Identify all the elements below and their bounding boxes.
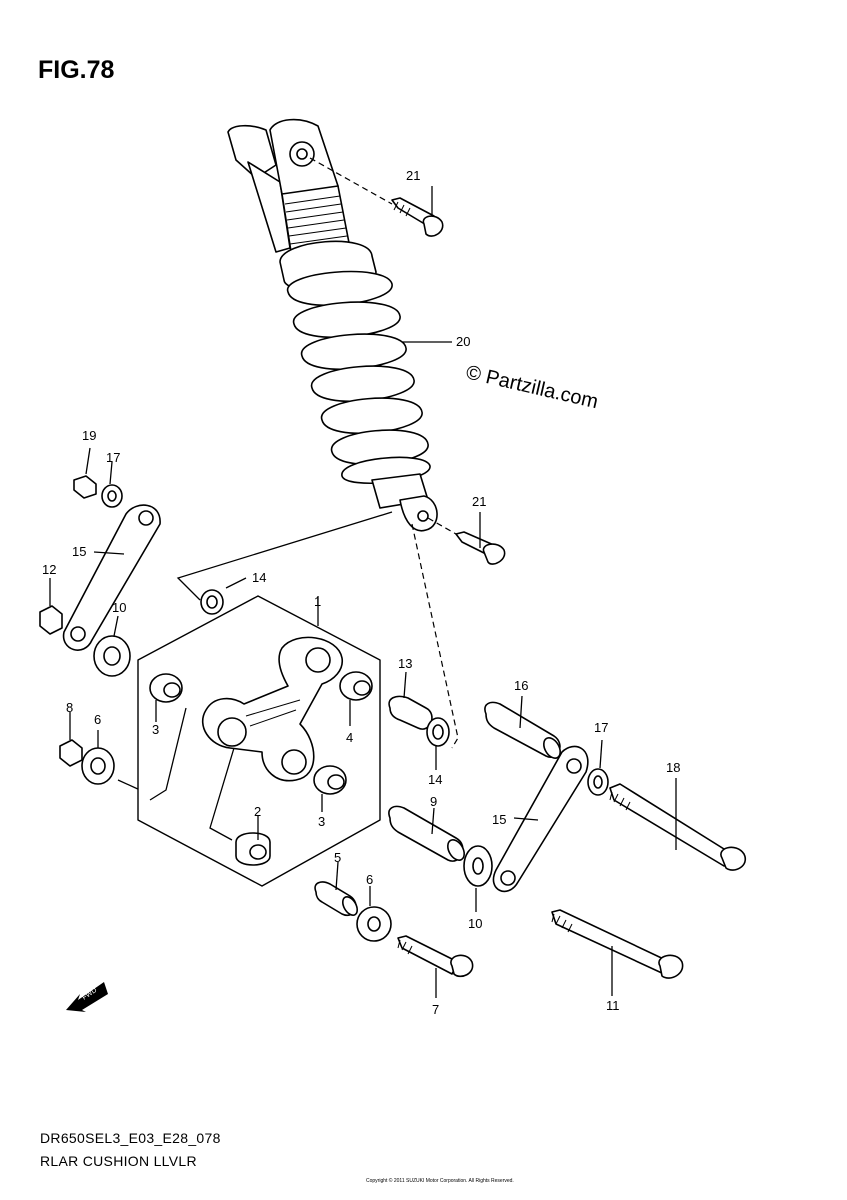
callout-label: 17	[106, 450, 120, 465]
bushing-14-top	[200, 577, 247, 615]
callout-label: 15	[492, 812, 506, 827]
model-code: DR650SEL3_E03_E28_078	[40, 1130, 221, 1146]
callout-label: 20	[456, 334, 470, 349]
callout-label: 10	[112, 600, 126, 615]
callouts: 1 2 3 3 4 5 6 6 7 8 9 10 10 11 12 13 14 …	[42, 168, 680, 1017]
callout-label: 12	[42, 562, 56, 577]
callout-label: 3	[318, 814, 325, 829]
callout-label: 21	[472, 494, 486, 509]
callout-label: 19	[82, 428, 96, 443]
bolt-18	[609, 778, 747, 871]
callout-label: 8	[66, 700, 73, 715]
lower-shock-bolt	[427, 512, 506, 565]
callout-label: 10	[468, 916, 482, 931]
nut-8-washer-6	[59, 712, 141, 791]
callout-label: 5	[334, 850, 341, 865]
bushing-5-washer-6-bolt-7	[314, 861, 474, 998]
callout-label: 9	[430, 794, 437, 809]
callout-label: 11	[606, 998, 620, 1013]
spacer-16	[484, 695, 561, 759]
cushion-lever-assembly	[137, 595, 381, 887]
figure-title: FIG.78	[38, 56, 115, 84]
callout-label: 6	[94, 712, 101, 727]
callout-label: 13	[398, 656, 412, 671]
collar-9-washer-10	[388, 805, 493, 912]
callout-label: 7	[432, 1002, 439, 1017]
callout-label: 14	[428, 772, 442, 787]
callout-label: 6	[366, 872, 373, 887]
right-cushion-rod	[492, 739, 609, 893]
collar-13-bushing-14	[388, 671, 450, 770]
copyright-fine-print: Copyright © 2011 SUZUKI Motor Corporatio…	[366, 1177, 514, 1184]
callout-label: 21	[406, 168, 420, 183]
watermark: © Partzilla.com	[464, 361, 600, 413]
callout-label: 1	[314, 594, 321, 609]
callout-label: 4	[346, 730, 353, 745]
callout-label: 16	[514, 678, 528, 693]
fwd-arrow-icon: FWD	[66, 982, 108, 1012]
callout-label: 17	[594, 720, 608, 735]
callout-label: 18	[666, 760, 680, 775]
callout-label: 2	[254, 804, 261, 819]
left-cushion-rod	[39, 447, 161, 677]
upper-shock-bolt	[309, 157, 444, 237]
figure-caption: RLAR CUSHION LLVLR	[40, 1153, 197, 1169]
callout-label: 3	[152, 722, 159, 737]
callout-label: 14	[252, 570, 266, 585]
shock-absorber	[227, 118, 452, 532]
bolt-11	[551, 909, 684, 996]
callout-label: 15	[72, 544, 86, 559]
